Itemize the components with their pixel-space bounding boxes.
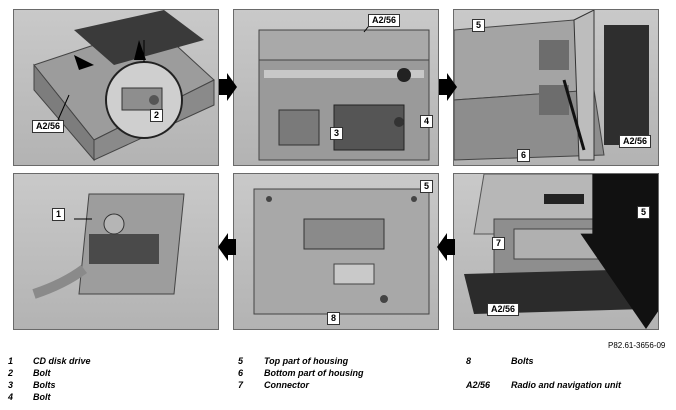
callout-7: 7	[492, 237, 506, 250]
legend-number: 6	[238, 368, 244, 378]
figure-code: P82.61-3656-09	[608, 341, 666, 350]
legend-label: Bottom part of housing	[264, 368, 364, 378]
panel-step-2: A2/56 3 4	[233, 9, 439, 166]
callout-2: 2	[150, 109, 164, 122]
down-arrow-icon	[580, 174, 658, 329]
legend-number: 5	[238, 356, 244, 366]
legend-label: Bolts	[33, 380, 56, 390]
callout-3: 3	[330, 127, 344, 140]
cd-drive-illustration	[32, 193, 185, 299]
callout-5: 5	[472, 19, 486, 32]
legend-label: CD disk drive	[33, 356, 91, 366]
callout-a2-56: A2/56	[619, 135, 652, 148]
legend-label: Connector	[264, 380, 309, 390]
callout-a2-56: A2/56	[487, 303, 520, 316]
legend-number: A2/56	[466, 380, 491, 390]
legend-label: Bolts	[511, 356, 534, 366]
left-arrow-icon	[218, 233, 236, 261]
legend-number: 7	[238, 380, 244, 390]
panel-step-6: 1	[13, 173, 219, 330]
radio-unit-rear-illustration	[258, 21, 430, 161]
callout-5: 5	[637, 206, 651, 219]
radio-unit-with-magnifier-illustration	[33, 10, 215, 162]
callout-4: 4	[420, 115, 434, 128]
callout-a2-56: A2/56	[368, 14, 401, 27]
callout-8: 8	[327, 312, 341, 325]
callout-5: 5	[420, 180, 434, 193]
legend-number: 1	[8, 356, 14, 366]
housing-separation-illustration	[454, 10, 649, 161]
legend-label: Bolt	[33, 392, 51, 402]
legend-number: 3	[8, 380, 14, 390]
right-arrow-icon	[219, 73, 237, 101]
callout-6: 6	[517, 149, 531, 162]
left-arrow-icon	[437, 233, 455, 261]
right-arrow-icon	[439, 73, 457, 101]
panel-step-1: 2 A2/56	[13, 9, 219, 166]
callout-1: 1	[52, 208, 66, 221]
legend-label: Bolt	[33, 368, 51, 378]
panel-step-4: 5 7 A2/56	[453, 173, 659, 330]
panel-step-3: 5 A2/56 6	[453, 9, 659, 166]
legend-number: 8	[466, 356, 472, 366]
legend-number: 4	[8, 392, 14, 402]
top-housing-illustration	[253, 188, 430, 315]
legend-number: 2	[8, 368, 14, 378]
panel-step-5: 5 8	[233, 173, 439, 330]
legend-label: Radio and navigation unit	[511, 380, 621, 390]
callout-a2-56: A2/56	[32, 120, 65, 133]
legend-label: Top part of housing	[264, 356, 349, 366]
